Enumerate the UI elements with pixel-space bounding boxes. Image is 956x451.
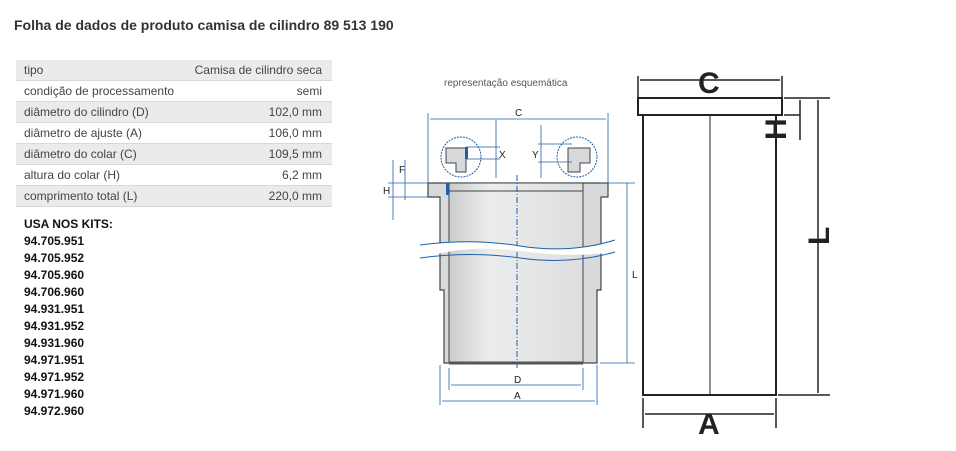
dim-label-c: C bbox=[515, 108, 522, 119]
spec-value: 106,0 mm bbox=[185, 122, 332, 144]
seal-groove bbox=[446, 183, 449, 195]
kit-item: 94.706.960 bbox=[24, 285, 85, 299]
spec-label: diâmetro de ajuste (A) bbox=[16, 122, 186, 144]
spec-value: semi bbox=[185, 80, 332, 102]
spec-label: condição de processamento bbox=[16, 80, 186, 102]
table-row: comprimento total (L)220,0 mm bbox=[16, 185, 332, 207]
kit-item: 94.705.951 bbox=[24, 234, 85, 248]
dim-label-y: Y bbox=[532, 150, 539, 161]
dim-label-x: X bbox=[499, 150, 506, 161]
kit-item: 94.931.952 bbox=[24, 319, 85, 333]
table-row: diâmetro do cilindro (D)102,0 mm bbox=[16, 101, 332, 123]
table-row: altura do colar (H)6,2 mm bbox=[16, 164, 332, 186]
kit-item: 94.971.951 bbox=[24, 353, 85, 367]
kit-item: 94.931.951 bbox=[24, 302, 85, 316]
spec-label: tipo bbox=[16, 60, 186, 81]
outline-label-c: C bbox=[698, 67, 720, 100]
dim-label-h: H bbox=[383, 186, 390, 197]
outline-label-a: A bbox=[698, 408, 720, 441]
schematic-caption: representação esquemática bbox=[444, 78, 568, 89]
table-row: diâmetro do colar (C)109,5 mm bbox=[16, 143, 332, 165]
dim-label-a: A bbox=[514, 391, 521, 402]
spec-value: 102,0 mm bbox=[185, 101, 332, 123]
schematic-sleeve: C X Y F H L D A bbox=[383, 108, 638, 405]
kit-item: 94.971.952 bbox=[24, 370, 85, 384]
kit-item: 94.705.952 bbox=[24, 251, 85, 265]
kits-list: USA NOS KITS: 94.705.951 94.705.952 94.7… bbox=[24, 216, 113, 420]
spec-value: 109,5 mm bbox=[185, 143, 332, 165]
dim-label-f: F bbox=[399, 165, 405, 176]
spec-label: altura do colar (H) bbox=[16, 164, 186, 186]
dim-label-l: L bbox=[632, 270, 638, 281]
spec-label: diâmetro do colar (C) bbox=[16, 143, 186, 165]
table-row: diâmetro de ajuste (A)106,0 mm bbox=[16, 122, 332, 144]
dim-label-d: D bbox=[514, 375, 521, 386]
spec-value: Camisa de cilindro seca bbox=[185, 60, 332, 81]
outline-label-h: H bbox=[760, 118, 793, 140]
outline-sleeve: C A H L bbox=[637, 67, 836, 441]
spec-label: diâmetro do cilindro (D) bbox=[16, 101, 186, 123]
kit-item: 94.971.960 bbox=[24, 387, 85, 401]
spec-label: comprimento total (L) bbox=[16, 185, 186, 207]
outline-label-l: L bbox=[803, 227, 836, 245]
spec-value: 6,2 mm bbox=[185, 164, 332, 186]
spec-value: 220,0 mm bbox=[185, 185, 332, 207]
kit-item: 94.931.960 bbox=[24, 336, 85, 350]
kit-item: 94.972.960 bbox=[24, 404, 85, 418]
page-title: Folha de dados de produto camisa de cili… bbox=[14, 17, 394, 33]
kits-heading: USA NOS KITS: bbox=[24, 217, 113, 231]
kit-item: 94.705.960 bbox=[24, 268, 85, 282]
